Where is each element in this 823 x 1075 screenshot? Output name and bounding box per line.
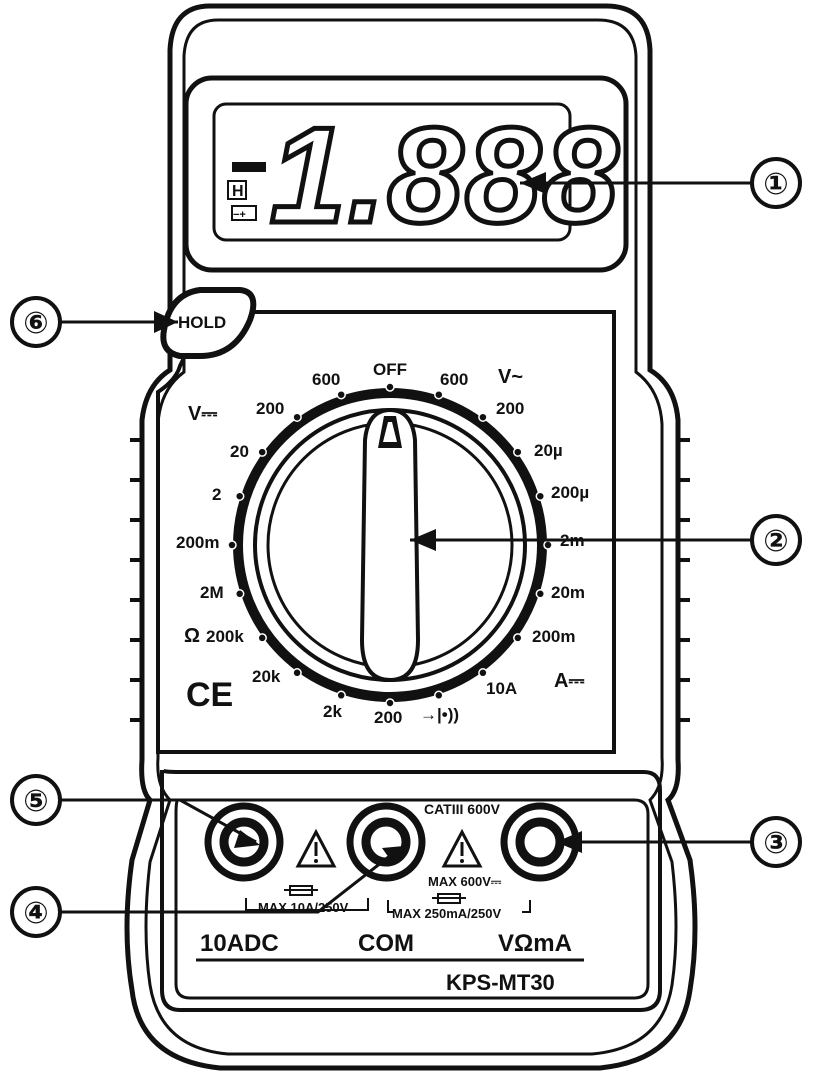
dca-label-200m: 200m	[532, 627, 575, 646]
dca-label-200u: 200µ	[551, 483, 589, 502]
lcd-minus-segment	[232, 162, 266, 172]
svg-text:④: ④	[23, 897, 48, 930]
max-voltage-rating: MAX 600V⎓	[428, 874, 502, 889]
ohm-label-20k: 20k	[252, 667, 281, 686]
lcd-digits: 1.888	[270, 99, 620, 251]
lcd-window	[212, 102, 572, 242]
dcv-label-2: 2	[212, 485, 221, 504]
acv-label-200: 200	[496, 399, 524, 418]
dial-position-dot	[478, 412, 488, 422]
dc-current-symbol: A⎓	[554, 670, 584, 692]
terminal-panel	[160, 768, 662, 1012]
dial-position-dot	[234, 589, 245, 599]
callout-5: ⑤	[10, 774, 260, 848]
ohm-label-2m: 2M	[200, 583, 224, 602]
svg-text:MAX 250mA/250V: MAX 250mA/250V	[392, 906, 501, 921]
dial-position-dot	[257, 447, 267, 457]
dial-position-dot	[336, 690, 346, 701]
dcv-label-600: 600	[312, 370, 340, 389]
dial-position-dot	[292, 668, 302, 678]
svg-text:⑤: ⑤	[23, 785, 48, 818]
lcd-hold-box	[227, 180, 247, 200]
callout-4: ④	[10, 846, 404, 938]
svg-text:①: ①	[763, 168, 788, 201]
dial-outer-ring	[233, 388, 547, 702]
fuse-rating-right: MAX 250mA/250V	[387, 893, 531, 921]
lcd-battery-icon	[231, 205, 257, 221]
dial-position-dot	[535, 589, 546, 599]
ohm-label-200k: 200k	[206, 627, 244, 646]
diode-continuity-label: →|•))	[420, 705, 459, 724]
dial-position-dot	[292, 412, 302, 422]
svg-text:②: ②	[763, 525, 788, 558]
dial-position-dot	[257, 633, 267, 643]
dial-position-dot	[385, 382, 395, 392]
dial-position-dots	[227, 382, 553, 708]
dial-position-dot	[535, 491, 546, 501]
ohm-label-200: 200	[374, 708, 402, 727]
dial-position-dot	[478, 668, 488, 678]
dca-label-20m: 20m	[551, 583, 585, 602]
dcv-label-200: 200	[256, 399, 284, 418]
terminal-label-10adc: 10ADC	[200, 930, 279, 957]
dial-position-dot	[385, 698, 395, 708]
svg-text:③: ③	[763, 827, 788, 860]
dial-position-dot	[234, 491, 245, 501]
jack-com[interactable]	[346, 802, 426, 882]
resistance-symbol: Ω	[184, 625, 200, 647]
terminal-label-com: COM	[358, 930, 414, 957]
warning-icon	[295, 828, 337, 868]
callout-6: ⑥	[10, 296, 178, 348]
dca-label-20u: 20µ	[534, 441, 563, 460]
ac-voltage-symbol: V~	[498, 366, 523, 388]
warning-icon	[441, 828, 483, 868]
dcv-label-20: 20	[230, 442, 249, 461]
dial-labels: OFF V⎓ 600 200 20 2 200m 600 V~ 200 20µ …	[176, 360, 589, 727]
dial-position-dot	[543, 540, 553, 550]
ce-mark: CE	[186, 676, 233, 714]
lcd-battery-label: −+	[233, 209, 246, 221]
ohm-label-2k: 2k	[323, 702, 342, 721]
acv-label-600: 600	[440, 370, 468, 389]
rotary-dial[interactable]	[233, 388, 547, 702]
callout-3: ③	[556, 816, 802, 868]
lcd-display: H −+ 1.888	[183, 75, 629, 273]
lcd-hold-indicator: H	[232, 183, 244, 200]
category-rating: CATIII 600V	[424, 801, 501, 817]
dial-position-dot	[434, 389, 444, 400]
dial-position-dot	[513, 633, 523, 643]
hold-button-label: HOLD	[178, 313, 226, 332]
hold-button[interactable]: HOLD	[160, 287, 257, 359]
dial-position-dot	[227, 540, 237, 550]
dc-voltage-symbol: V⎓	[188, 403, 217, 425]
jack-10adc[interactable]	[204, 802, 284, 882]
dial-position-dot	[434, 690, 444, 701]
model-name: KPS-MT30	[446, 970, 555, 995]
dca-label-10a: 10A	[486, 679, 517, 698]
callout-1: ①	[520, 157, 802, 209]
dcv-label-200m: 200m	[176, 533, 219, 552]
terminal-label-vohm-ma: VΩmA	[498, 930, 572, 957]
svg-text:⑥: ⑥	[23, 307, 48, 340]
lcd-bezel	[183, 75, 629, 273]
dial-position-dot	[336, 389, 346, 400]
callout-2: ②	[410, 514, 802, 566]
dial-pointer-handle[interactable]	[359, 407, 421, 683]
dial-label-off: OFF	[373, 360, 407, 379]
dial-position-dot	[513, 447, 523, 457]
